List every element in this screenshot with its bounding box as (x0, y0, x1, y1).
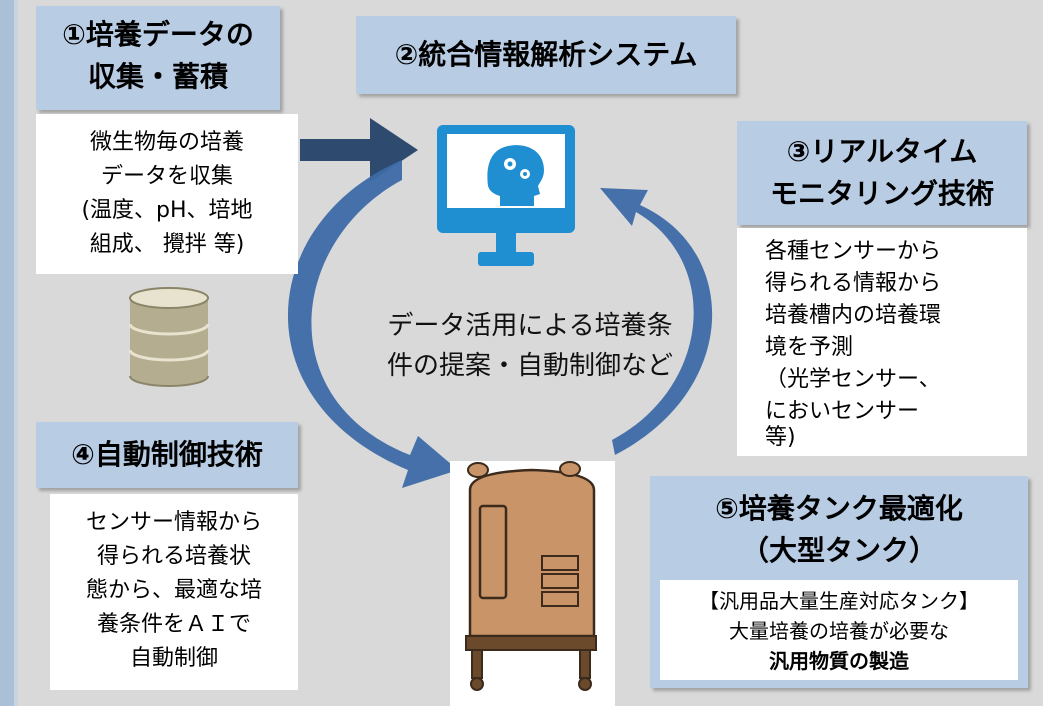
center-caption: データ活用による培養条 件の提案・自動制御など (340, 306, 720, 386)
database-icon (128, 287, 210, 387)
step1-body-line2: データを収集 (100, 164, 233, 189)
step3-body-line2: 得られる情報から (765, 271, 942, 296)
center-caption-line2: 件の提案・自動制御など (386, 351, 673, 381)
step1-body-line3: (温度、pH、培地 (81, 198, 253, 223)
step5-body-bold: 汎用物質の製造 (769, 649, 909, 673)
step4-body-line4: 養条件をＡＩで (96, 612, 251, 637)
step3-body-line5: （光学センサー、 (765, 367, 941, 392)
step5-title-line2: （大型タンク） (740, 534, 937, 567)
step4-body-line2: 得られる培養状 (96, 544, 251, 569)
step3-body-line3: 培養槽内の培養環 (765, 303, 942, 328)
step3-body-line4: 境を予測 (765, 335, 854, 360)
step3-title-line1: ③リアルタイム (786, 135, 978, 168)
step3-title-line2: モニタリング技術 (769, 177, 994, 210)
right-curved-arrow-icon (600, 188, 713, 455)
step5-body: 【汎用品大量生産対応タンク】 大量培養の培養が必要な 汎用物質の製造 (660, 580, 1018, 680)
step3-body-line6: においセンサー (765, 399, 920, 424)
center-caption-line1: データ活用による培養条 (387, 311, 673, 341)
step1-title-line1: ①培養データの (62, 18, 254, 51)
step5-body-line2: 大量培養の培養が必要な (729, 619, 949, 643)
step5-body-line1: 【汎用品大量生産対応タンク】 (699, 589, 979, 613)
left-border (0, 0, 14, 706)
step5-title-line1: ⑤培養タンク最適化 (715, 492, 963, 525)
step3-body-line7: 等) (765, 425, 796, 450)
step5-title: ⑤培養タンク最適化 （大型タンク） (650, 476, 1028, 572)
step1-body-line4: 組成、 攪拌 等) (89, 232, 245, 257)
tank-icon (465, 461, 597, 691)
step1-title-line2: 収集・蓄積 (87, 60, 228, 93)
step4-body-line5: 自動制御 (129, 646, 218, 671)
step4-title-text: ④自動制御技術 (71, 438, 263, 471)
step2-title: ②統合情報解析システム (356, 16, 736, 94)
step3-body-line1: 各種センサーから (765, 239, 942, 264)
step4-title: ④自動制御技術 (36, 422, 298, 488)
right-arrow-icon (300, 118, 418, 182)
step2-title-text: ②統合情報解析システム (394, 38, 698, 71)
step4-body: センサー情報から 得られる培養状 態から、最適な培 養条件をＡＩで 自動制御 (50, 494, 298, 690)
step1-title: ①培養データの 収集・蓄積 (36, 6, 280, 110)
brain-gear-icon (487, 145, 544, 206)
step4-body-line3: 態から、最適な培 (85, 578, 262, 603)
step5-panel: ⑤培養タンク最適化 （大型タンク） 【汎用品大量生産対応タンク】 大量培養の培養… (650, 476, 1028, 688)
step1-body-line1: 微生物毎の培養 (89, 130, 244, 155)
step1-body: 微生物毎の培養 データを収集 (温度、pH、培地 組成、 攪拌 等) (36, 114, 298, 274)
step3-body: 各種センサーから 得られる情報から 培養槽内の培養環 境を予測 （光学センサー、… (737, 228, 1027, 456)
step4-body-line1: センサー情報から (85, 510, 262, 535)
left-border-inner (14, 0, 18, 706)
left-curved-arrow-icon (287, 160, 458, 488)
step3-title: ③リアルタイム モニタリング技術 (737, 121, 1027, 225)
